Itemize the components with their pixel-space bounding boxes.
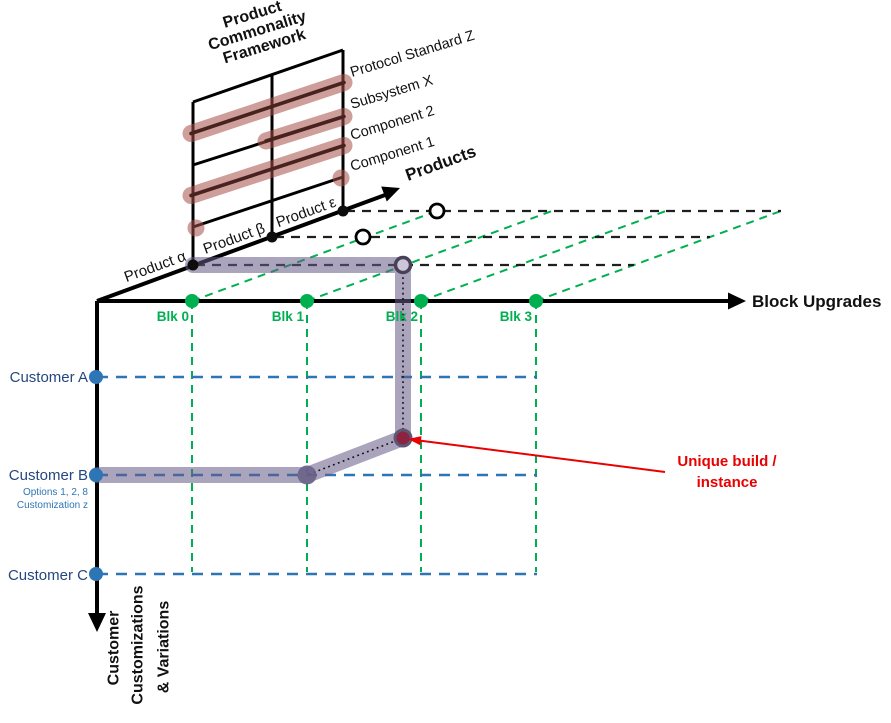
- build-path-band: [89, 257, 411, 483]
- unique-build-dot: [393, 428, 413, 448]
- blk0-label: Blk 0: [157, 309, 189, 324]
- blk0-diagonal-gridline: [191, 210, 438, 302]
- customer-axis-label-line2: Customizations: [130, 585, 147, 704]
- highlight-dot-component1-alpha: [187, 219, 205, 237]
- customer-axis-label: Customer Customizations & Variations: [106, 585, 173, 704]
- product-dots: [187, 205, 349, 271]
- unique-build-annotation-arrow: [408, 436, 666, 473]
- block-tick-dots: [185, 294, 543, 308]
- open-circle-beta-blk0: [354, 228, 372, 246]
- blk3-diagonal-gridline: [535, 210, 782, 302]
- blk0-dot: [185, 294, 199, 308]
- customer-b-label: Customer B: [9, 467, 88, 484]
- open-build-circles: [354, 202, 446, 246]
- blk2-diagonal-gridline: [420, 210, 667, 302]
- blk3-label: Blk 3: [500, 309, 533, 324]
- block-upgrades-axis-label: Block Upgrades: [752, 292, 881, 311]
- product-beta-dot: [266, 231, 278, 243]
- annotation-arrowhead: [408, 436, 422, 446]
- element-label-protocol-standard-z: Protocol Standard Z: [348, 28, 476, 81]
- customer-axis-label-line3: & Variations: [156, 601, 173, 694]
- blk2-label: Blk 2: [386, 309, 418, 324]
- unique-build-text-line2: instance: [697, 474, 758, 491]
- axes: [88, 186, 746, 632]
- highlight-core-component-2: [189, 143, 346, 198]
- highlight-core-protocol-standard-z: [189, 80, 346, 136]
- highlight-core-subsystem-x: [264, 114, 346, 143]
- customer-c-dot: [89, 567, 103, 581]
- unique-build-text-line1: Unique build /: [677, 453, 777, 470]
- open-circle-epsilon-blk0: [428, 202, 446, 220]
- commonality-highlight-cores: [189, 80, 346, 198]
- products-axis-line: [96, 193, 386, 303]
- customer-axis-label-line1: Customer: [106, 611, 123, 686]
- framework-row-component-1: [192, 175, 344, 229]
- customer-b-note-options: Options 1, 2, 8: [23, 487, 88, 498]
- highlight-dot-component1-epsilon: [332, 169, 350, 187]
- blk2-dot: [414, 294, 428, 308]
- customer-b-note-customization: Customization z: [17, 500, 88, 511]
- customer-axis-arrowhead: [88, 613, 106, 632]
- block-grid-green-dashed: [191, 210, 782, 572]
- blk1-label: Blk 1: [272, 309, 305, 324]
- unique-build-annotation-text: Unique build / instance: [677, 453, 777, 491]
- product-alpha-dot: [187, 259, 199, 271]
- customer-a-label: Customer A: [10, 369, 88, 386]
- blk3-dot: [529, 294, 543, 308]
- customer-a-dot: [89, 370, 103, 384]
- customer-dots: [89, 370, 103, 581]
- customer-c-label: Customer C: [8, 567, 88, 584]
- blk1-diagonal-gridline: [306, 210, 553, 302]
- customer-b-notes: Options 1, 2, 8 Customization z: [17, 487, 89, 511]
- products-axis-arrowhead: [381, 186, 400, 202]
- customer-labels: Customer A Customer B Customer C: [8, 369, 88, 584]
- product-epsilon-dot: [337, 205, 349, 217]
- build-path-junction-node: [297, 465, 317, 485]
- framework-title: Product Commonality Framework: [201, 0, 317, 70]
- customer-b-dot: [89, 468, 103, 482]
- blk1-dot: [300, 294, 314, 308]
- commonality-highlight-dots: [187, 169, 350, 237]
- build-path-corner-circle: [393, 255, 413, 275]
- block-upgrades-axis-arrowhead: [728, 292, 746, 310]
- block-tick-labels: Blk 0 Blk 1 Blk 2 Blk 3: [157, 309, 533, 324]
- build-path-dotted-guide: [306, 272, 404, 476]
- annotation-leader-line: [418, 439, 666, 473]
- framework-top-edge: [192, 48, 344, 104]
